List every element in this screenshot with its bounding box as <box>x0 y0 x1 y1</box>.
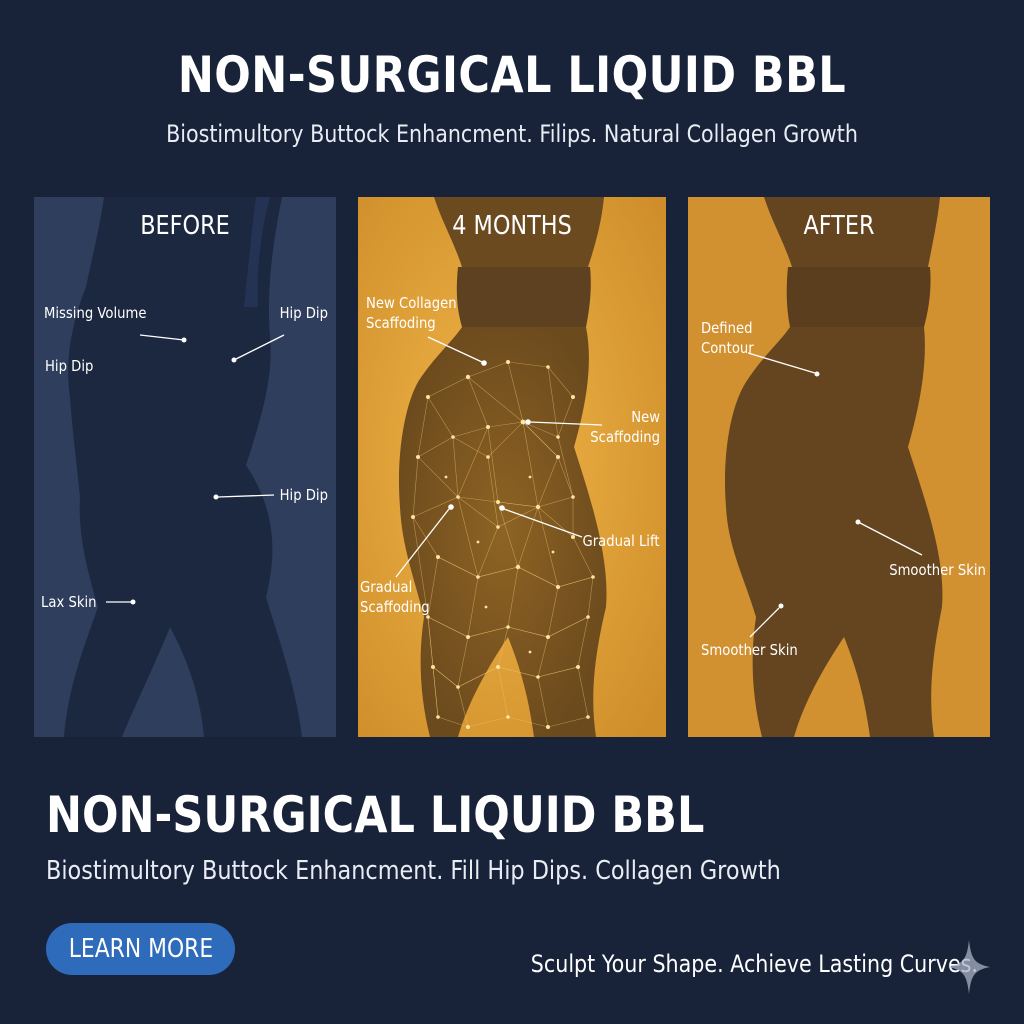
after-silhouette <box>688 197 990 737</box>
learn-more-button[interactable]: LEARN MORE <box>46 923 235 975</box>
annotation-defined-contour: Defined Contour <box>701 319 754 357</box>
annotation-smoother-skin: Smoother Skin <box>889 561 986 579</box>
annotation-lax-skin: Lax Skin <box>41 593 97 611</box>
panel-title-after: AFTER <box>803 211 875 241</box>
annotation-gradual-scaffoding: Gradual Scaffoding <box>360 578 430 616</box>
before-silhouette <box>34 197 336 737</box>
tagline: Sculpt Your Shape. Achieve Lasting Curve… <box>530 950 978 978</box>
footer-subtitle: Biostimultory Buttock Enhancment. Fill H… <box>46 856 781 886</box>
annotation-new-collagen-scaffoding: New Collagen Scaffoding <box>366 294 457 332</box>
header-subtitle: Biostimultory Buttock Enhancment. Filips… <box>166 120 858 148</box>
header-title: NON-SURGICAL LIQUID BBL <box>177 46 847 104</box>
annotation-hip-dip: Hip Dip <box>45 357 94 375</box>
annotation-hip-dip: Hip Dip <box>279 304 328 322</box>
panel-title-4-months: 4 MONTHS <box>452 211 572 241</box>
annotation-new-scaffoding: New Scaffoding <box>590 408 660 446</box>
collagen-nodes <box>411 360 595 729</box>
panel-before: BEFORE Missing Volume Hip Dip Hip Dip Hi… <box>34 197 336 737</box>
panel-title-before: BEFORE <box>140 211 230 241</box>
annotation-missing-volume: Missing Volume <box>44 304 147 322</box>
annotation-smoother-skin: Smoother Skin <box>701 641 798 659</box>
panel-4-months: 4 MONTHS New Collagen Scaffoding New Sca… <box>358 197 666 737</box>
footer-title: NON-SURGICAL LIQUID BBL <box>46 786 705 844</box>
annotation-hip-dip: Hip Dip <box>279 486 328 504</box>
collagen-network-silhouette <box>358 197 666 737</box>
annotation-gradual-lift: Gradual Lift <box>582 532 660 550</box>
sparkle-icon <box>948 940 990 994</box>
panel-after: AFTER Defined Contour Smoother Skin Smoo… <box>688 197 990 737</box>
learn-more-label: LEARN MORE <box>68 934 213 964</box>
